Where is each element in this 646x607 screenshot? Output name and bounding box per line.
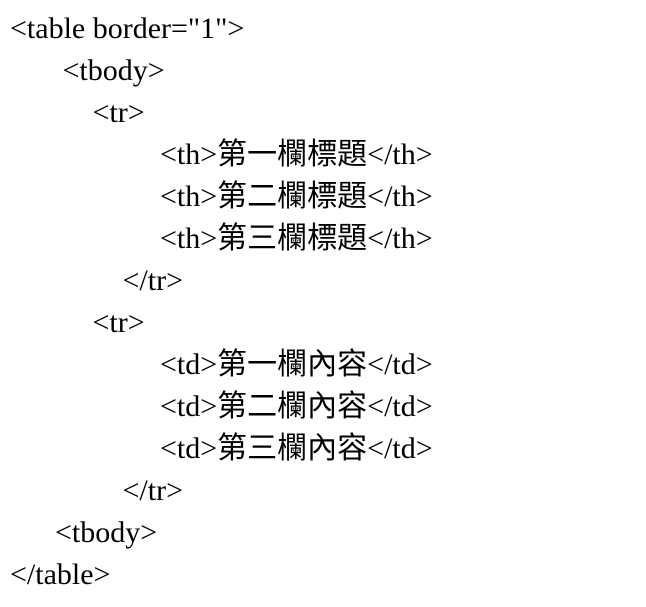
code-line: </tr>	[10, 264, 184, 297]
code-line: <th>第二欄標題</th>	[10, 180, 433, 213]
code-line: <th>第一欄標題</th>	[10, 138, 433, 171]
code-line: <td>第三欄內容</td>	[10, 432, 433, 465]
code-line: <tr>	[10, 96, 145, 129]
html-code-snippet: <table border="1"> <tbody> <tr> <th>第一欄標…	[10, 8, 642, 596]
code-line: <tbody>	[10, 54, 165, 87]
code-line: <td>第二欄內容</td>	[10, 390, 433, 423]
code-line: </table>	[10, 558, 111, 591]
code-line: <table border="1">	[10, 12, 245, 45]
code-line: <th>第三欄標題</th>	[10, 222, 433, 255]
code-line: <td>第一欄內容</td>	[10, 348, 433, 381]
code-line: <tbody>	[10, 516, 158, 549]
code-line: <tr>	[10, 306, 145, 339]
code-line: </tr>	[10, 474, 184, 507]
